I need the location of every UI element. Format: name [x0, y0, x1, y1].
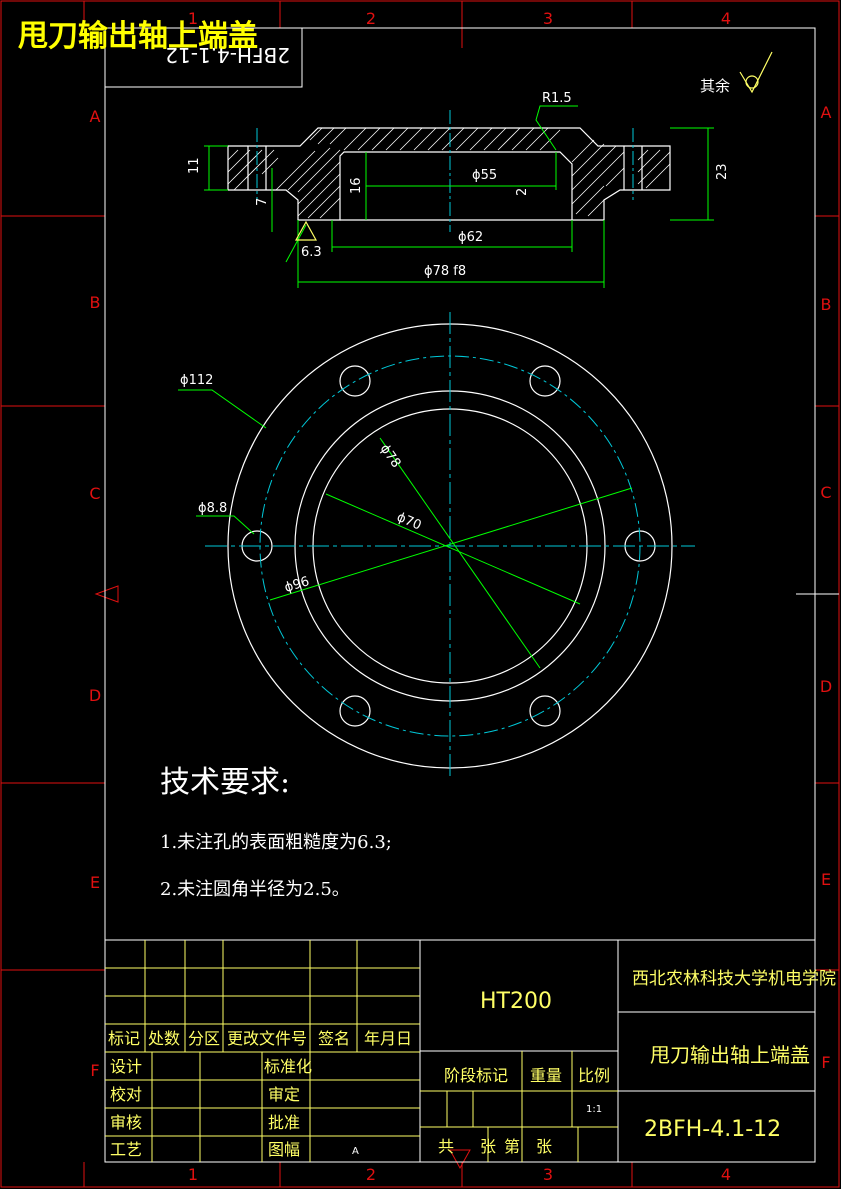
dim-23: 23: [715, 163, 730, 180]
zone-row-f-right: F: [821, 1053, 830, 1072]
tb-sheet-size: 图幅: [268, 1140, 300, 1159]
zone-row-c: C: [89, 484, 100, 503]
tb-total: 共: [438, 1137, 454, 1156]
roughness-63-symbol: [294, 220, 318, 241]
zone-row-a: A: [90, 107, 101, 126]
tb-check: 校对: [110, 1085, 142, 1104]
dim-16: 16: [349, 177, 364, 194]
tb-material: HT200: [480, 989, 552, 1014]
plan-dimensions: [178, 389, 633, 669]
section-dimensions: [204, 105, 714, 288]
tb-weight: 重量: [530, 1066, 562, 1085]
tech-line-1: 1.未注孔的表面粗糙度为6.3;: [160, 832, 392, 853]
plan-centerlines: [205, 312, 695, 780]
dim-d62: ϕ62: [458, 230, 483, 245]
zone-row-d: D: [89, 686, 101, 705]
zone-col-2-bottom: 2: [366, 1165, 376, 1184]
dim-d88: ϕ8.8: [198, 501, 227, 516]
tb-audit: 审核: [110, 1113, 142, 1132]
zone-row-a-right: A: [821, 103, 832, 122]
zone-col-3-bottom: 3: [543, 1165, 553, 1184]
dim-d78f8: ϕ78 f8: [424, 264, 466, 279]
dim-2: 2: [515, 188, 530, 196]
tb-standard: 标准化: [264, 1057, 312, 1076]
zone-col-1: 1: [188, 9, 198, 28]
tb-review: 审定: [268, 1085, 300, 1104]
dim-63: 6.3: [301, 245, 322, 260]
zone-col-4-bottom: 4: [721, 1165, 731, 1184]
zone-row-e-right: E: [821, 870, 831, 889]
tb-sheet-no: 第: [504, 1137, 520, 1156]
tb-scale: 比例: [578, 1066, 610, 1085]
roughness-symbol: [739, 51, 773, 94]
title-block-yellow-grid: [105, 940, 618, 1162]
zone-col-4: 4: [721, 9, 731, 28]
dim-d55: ϕ55: [472, 168, 497, 183]
roughness-other-label: 其余: [700, 77, 730, 95]
zone-row-b: B: [90, 293, 101, 312]
tb-stage: 阶段标记: [444, 1066, 508, 1085]
tb-sheets: 张: [480, 1137, 496, 1156]
tb-sheet-unit: 张: [536, 1137, 552, 1156]
tb-hdr-zone: 分区: [188, 1029, 220, 1048]
inner-border: [104, 27, 816, 1163]
tb-hdr-date: 年月日: [364, 1029, 412, 1048]
dim-11: 11: [187, 157, 202, 174]
dim-d96: ϕ96: [283, 574, 311, 596]
section-hatch: [227, 127, 671, 219]
tb-hdr-sign: 签名: [318, 1029, 350, 1048]
dim-7: 7: [255, 198, 270, 206]
zone-col-2: 2: [366, 9, 376, 28]
tb-approve: 批准: [268, 1113, 300, 1132]
tech-title: 技术要求:: [160, 765, 290, 800]
zone-row-c-right: C: [820, 483, 831, 502]
dim-d112: ϕ112: [180, 373, 213, 388]
zone-col-1-bottom: 1: [188, 1165, 198, 1184]
section-outline: [227, 127, 671, 221]
tb-hdr-change: 更改文件号: [227, 1029, 307, 1048]
zone-row-d-right: D: [820, 677, 832, 696]
tb-scale-value: 1:1: [586, 1104, 602, 1115]
zone-col-3: 3: [543, 9, 553, 28]
zone-row-b-right: B: [821, 295, 832, 314]
section-centerlines: [256, 110, 634, 232]
dim-r15: R1.5: [542, 91, 572, 106]
tb-part-name: 甩刀输出轴上端盖: [650, 1043, 810, 1067]
tb-sheet-size-value: A: [352, 1146, 359, 1157]
zone-row-e: E: [90, 873, 100, 892]
tb-hdr-count: 处数: [148, 1029, 180, 1048]
zone-row-f: F: [90, 1061, 99, 1080]
tb-hdr-mark: 标记: [108, 1029, 140, 1048]
tb-design: 设计: [110, 1057, 142, 1076]
tb-process: 工艺: [110, 1140, 142, 1159]
tb-drawing-no: 2BFH-4.1-12: [644, 1117, 781, 1142]
tb-school: 西北农林科技大学机电学院: [632, 969, 836, 989]
tech-line-2: 2.未注圆角半径为2.5。: [160, 879, 350, 900]
code-box: [104, 27, 303, 88]
mirrored-code: 2BFH-4.1-12: [165, 43, 290, 67]
page-title: 甩刀输出轴上端盖: [18, 19, 258, 54]
